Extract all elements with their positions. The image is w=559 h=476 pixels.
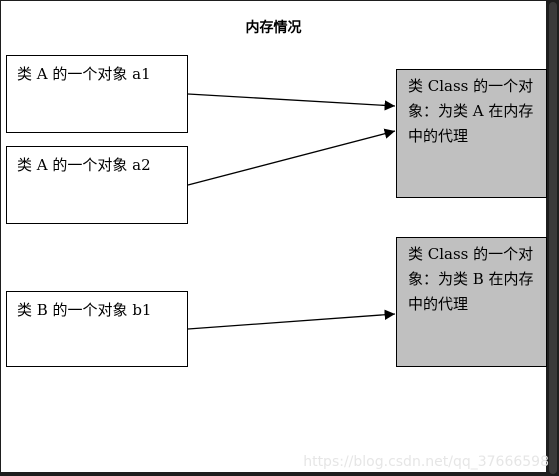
class-a-proxy-label: 类 Class 的一个对象：为类 A 在内存中的代理 — [408, 77, 534, 145]
class-b-proxy-label: 类 Class 的一个对象：为类 B 在内存中的代理 — [408, 245, 534, 313]
class-a-proxy-box: 类 Class 的一个对象：为类 A 在内存中的代理 — [396, 69, 547, 198]
object-a1-box: 类 A 的一个对象 a1 — [6, 55, 188, 133]
arrow-a1-to-class-a — [187, 93, 396, 111]
arrow-a2-to-class-a — [187, 128, 396, 186]
scrollbar-track[interactable] — [547, 0, 559, 476]
arrows-layer — [187, 93, 396, 330]
object-a1-label: 类 A 的一个对象 a1 — [17, 65, 151, 83]
object-a2-box: 类 A 的一个对象 a2 — [6, 146, 188, 224]
scrollbar-thumb[interactable] — [549, 2, 557, 474]
arrow-b1-to-class-b — [187, 309, 396, 330]
diagram-title: 内存情况 — [245, 20, 302, 36]
object-b1-label: 类 B 的一个对象 b1 — [17, 301, 152, 319]
object-b1-box: 类 B 的一个对象 b1 — [6, 291, 188, 367]
watermark-url: https://blog.csdn.net/qq_37666598 — [303, 454, 549, 470]
diagram-canvas: 内存情况 类 A 的一个对象 a1 类 A 的一个对象 a2 类 B 的一个对象… — [1, 1, 547, 472]
object-a2-label: 类 A 的一个对象 a2 — [17, 156, 151, 174]
class-b-proxy-box: 类 Class 的一个对象：为类 B 在内存中的代理 — [396, 237, 547, 367]
